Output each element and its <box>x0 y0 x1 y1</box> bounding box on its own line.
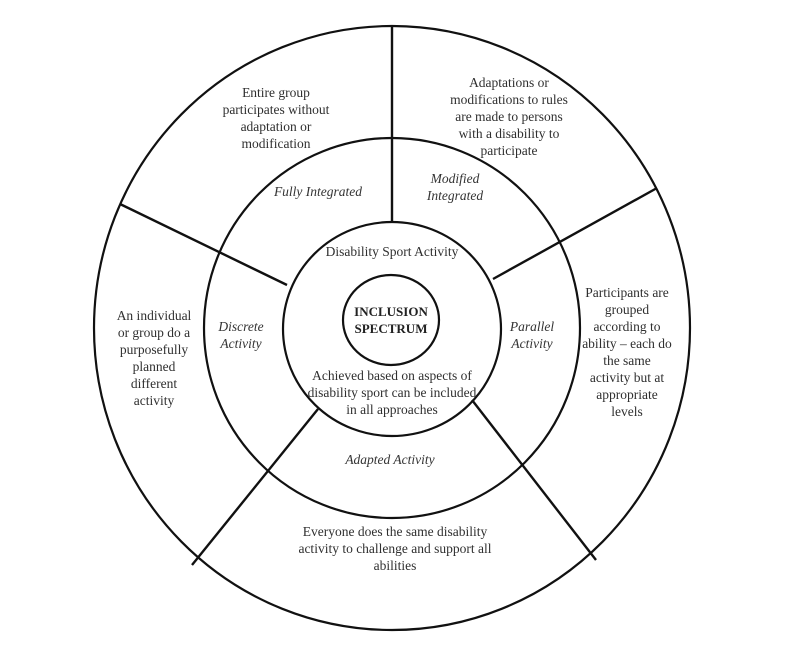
approach-name-line: Modified <box>430 171 480 186</box>
description-fully-integrated: Entire group participates without adapta… <box>196 84 356 152</box>
description-line: different <box>130 376 178 391</box>
approach-name-line: Parallel <box>509 319 555 334</box>
note-line: Achieved based on aspects of <box>312 368 472 383</box>
description-adapted-activity: Everyone does the same disability activi… <box>262 523 528 574</box>
description-line: according to <box>593 319 661 334</box>
description-line: Adaptations or <box>469 75 549 90</box>
divider-lower-right <box>471 399 597 561</box>
description-line: adaptation or <box>240 119 312 134</box>
approach-name-line: Discrete <box>218 319 264 334</box>
description-line: purposefully <box>119 342 189 357</box>
approach-adapted-activity: Adapted Activity <box>320 451 460 468</box>
description-parallel-activity: Participants are grouped according to ab… <box>572 284 682 420</box>
note-line: in all approaches <box>346 402 438 417</box>
divider-upper-left <box>119 202 288 287</box>
approach-parallel-activity: Parallel Activity <box>497 318 567 352</box>
description-line: ability – each do <box>582 336 672 351</box>
approach-discrete-activity: Discrete Activity <box>206 318 276 352</box>
outer-ring <box>92 24 692 632</box>
description-line: or group do a <box>117 325 191 340</box>
approach-name-line: Adapted Activity <box>345 452 435 467</box>
description-line: the same <box>603 353 651 368</box>
approach-name-line: Integrated <box>426 188 484 203</box>
divider-upper-right <box>492 186 658 281</box>
description-line: participates without <box>222 102 330 117</box>
center-title-line: SPECTRUM <box>354 321 428 336</box>
achieved-note: Achieved based on aspects of disability … <box>286 367 498 418</box>
description-line: modifications to rules <box>450 92 568 107</box>
description-line: planned <box>132 359 176 374</box>
description-line: participate <box>480 143 538 158</box>
disability-sport-label: Disability Sport Activity <box>325 244 459 259</box>
description-line: Everyone does the same disability <box>302 524 488 539</box>
approach-modified-integrated: Modified Integrated <box>405 170 505 204</box>
description-line: with a disability to <box>458 126 560 141</box>
divider-lower-left <box>191 408 319 566</box>
center-circle <box>341 273 441 367</box>
description-line: An individual <box>116 308 192 323</box>
description-line: Participants are <box>585 285 669 300</box>
center-title: INCLUSION SPECTRUM <box>341 303 441 337</box>
center-title-line: INCLUSION <box>354 304 428 319</box>
description-line: appropriate <box>596 387 658 402</box>
description-line: Entire group <box>242 85 310 100</box>
approach-fully-integrated: Fully Integrated <box>258 183 378 200</box>
description-line: levels <box>611 404 643 419</box>
description-modified-integrated: Adaptations or modifications to rules ar… <box>424 74 594 159</box>
description-line: activity <box>133 393 175 408</box>
description-line: activity to challenge and support all <box>298 541 492 556</box>
description-line: are made to persons <box>455 109 563 124</box>
approach-name-line: Fully Integrated <box>273 184 363 199</box>
approach-name-line: Activity <box>511 336 553 351</box>
note-line: disability sport can be included <box>307 385 477 400</box>
description-line: activity but at <box>589 370 665 385</box>
description-discrete-activity: An individual or group do a purposefully… <box>104 307 204 409</box>
approach-name-line: Activity <box>220 336 262 351</box>
description-line: grouped <box>604 302 650 317</box>
description-line: modification <box>241 136 311 151</box>
description-line: abilities <box>373 558 417 573</box>
